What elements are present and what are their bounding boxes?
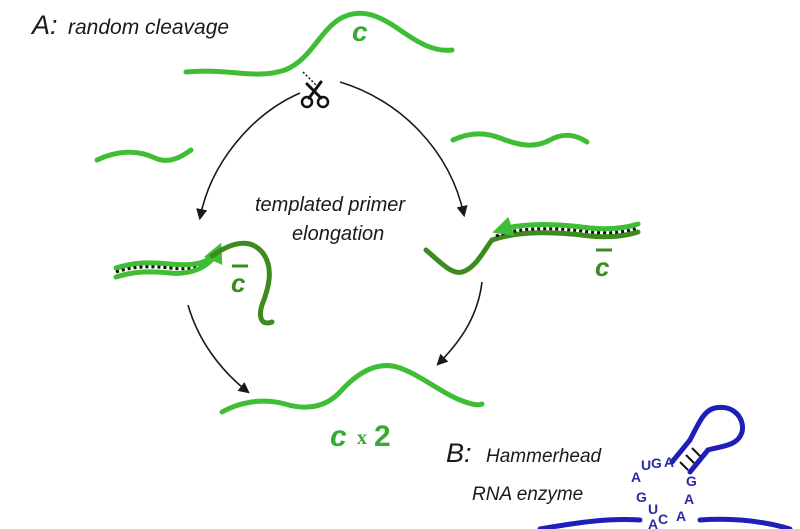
enzyme-base-arc: [537, 516, 793, 529]
arrow-left-down: [196, 92, 301, 221]
rna-base-11: A: [648, 516, 658, 529]
arrow-right-bottom: [436, 281, 483, 366]
left-duplex-hybrid-dots: [115, 258, 214, 274]
rna-base-6: A: [684, 491, 694, 507]
product-times: x: [357, 427, 367, 449]
rna-base-10: C: [658, 511, 668, 527]
product-letter: c: [330, 420, 347, 453]
arrow-left-bottom: [187, 304, 250, 394]
product-count: 2: [374, 420, 391, 453]
rna-base-2: U: [641, 457, 651, 473]
rna-base-4: A: [664, 454, 674, 470]
panel-b-line2: RNA enzyme: [472, 484, 583, 505]
right-complement-tail: [423, 237, 495, 275]
enzyme-stem-pairs: [679, 447, 701, 471]
rna-base-5: G: [686, 473, 697, 489]
rna-base-1: A: [631, 469, 641, 485]
left-duplex-template: [113, 253, 215, 271]
rna-base-9: U: [648, 501, 658, 517]
panel-a-prefix: A:: [30, 10, 58, 40]
rna-base-8: G: [636, 489, 647, 505]
top-strand-label: c: [352, 16, 368, 47]
top-strand: [183, 10, 455, 77]
cleaved-fragment-right: [450, 131, 590, 148]
left-duplex-primer: [113, 242, 223, 280]
panel-a-title: random cleavage: [68, 16, 229, 39]
product-strand: [219, 363, 485, 415]
panel-b-line1: Hammerhead: [486, 446, 603, 467]
rna-base-7: A: [676, 508, 686, 524]
left-complement-tail: [209, 240, 275, 326]
right-duplex-primer: [492, 216, 641, 236]
scissors-icon: [300, 71, 330, 109]
panel-b-prefix: B:: [446, 438, 472, 468]
rna-base-3: G: [651, 455, 662, 471]
right-complement-label: c: [595, 252, 610, 282]
center-label-line2: elongation: [292, 223, 384, 245]
left-complement-label: c: [231, 268, 246, 298]
hammerhead-enzyme: A U G A G A A G U C A: [537, 404, 793, 529]
cleaved-fragment-left: [94, 147, 194, 163]
right-duplex-template: [489, 229, 641, 243]
arrow-right-down: [339, 81, 468, 218]
center-label-line1: templated primer: [255, 194, 406, 216]
enzyme-loop: [687, 404, 746, 453]
enzyme-stem: [669, 437, 711, 475]
